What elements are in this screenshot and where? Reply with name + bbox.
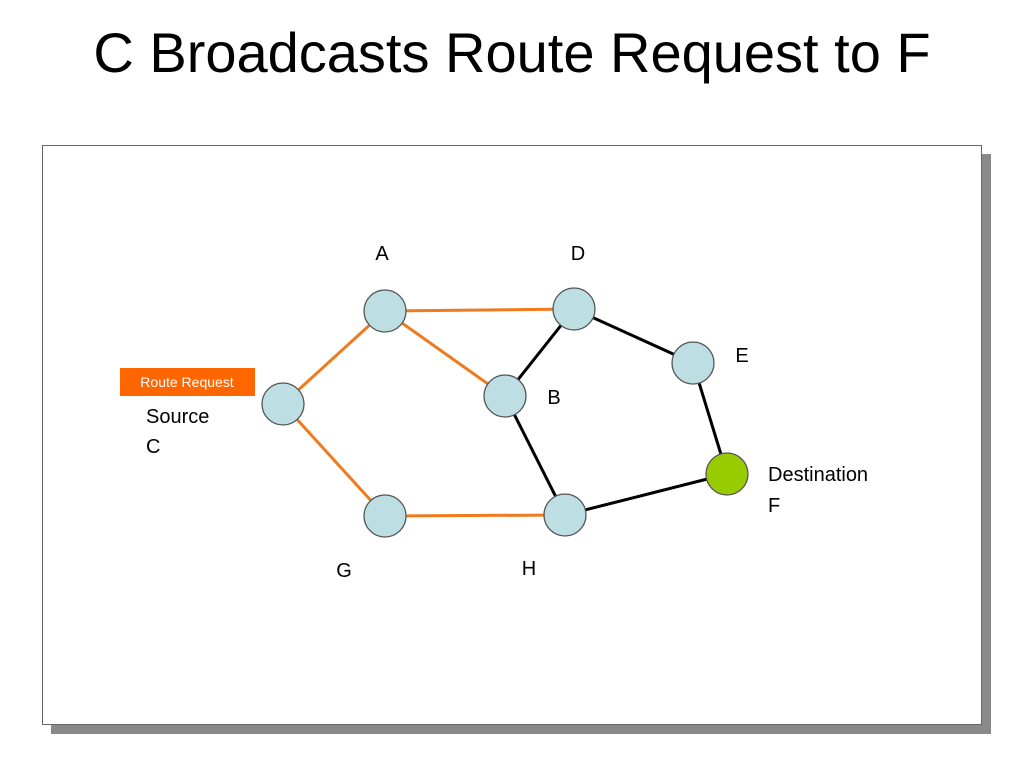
edge-d-e <box>573 307 694 365</box>
label-source-line1: Source <box>146 406 209 428</box>
node-c[interactable] <box>261 382 305 426</box>
node-d[interactable] <box>552 287 596 331</box>
label-a: A <box>375 243 389 265</box>
node-labels: A D E B G H Source C Destination F <box>146 243 868 582</box>
route-request-badge-text: Route Request <box>140 374 234 390</box>
node-e[interactable] <box>671 341 715 385</box>
edge-a-b <box>384 309 506 398</box>
route-request-badge: Route Request <box>120 368 255 396</box>
edge-a-d <box>384 307 575 313</box>
label-destination-line1: Destination <box>768 464 868 486</box>
label-b: B <box>547 387 560 409</box>
label-e: E <box>735 345 748 367</box>
label-destination-line2: F <box>768 495 780 517</box>
node-f[interactable] <box>705 452 749 496</box>
node-g[interactable] <box>363 494 407 538</box>
label-d: D <box>571 243 585 265</box>
edge-b-h <box>503 395 567 516</box>
node-b[interactable] <box>483 374 527 418</box>
edge-c-g <box>281 402 387 518</box>
node-a[interactable] <box>363 289 407 333</box>
edge-g-h <box>384 513 566 518</box>
edge-c-a <box>281 309 387 406</box>
label-h: H <box>522 558 536 580</box>
label-source-line2: C <box>146 436 160 458</box>
route-request-badge-box <box>120 368 255 396</box>
label-g: G <box>336 560 352 582</box>
node-h[interactable] <box>543 493 587 537</box>
edge-h-f <box>564 472 728 517</box>
nodes-layer <box>261 287 749 538</box>
diagram-panel <box>42 145 982 725</box>
